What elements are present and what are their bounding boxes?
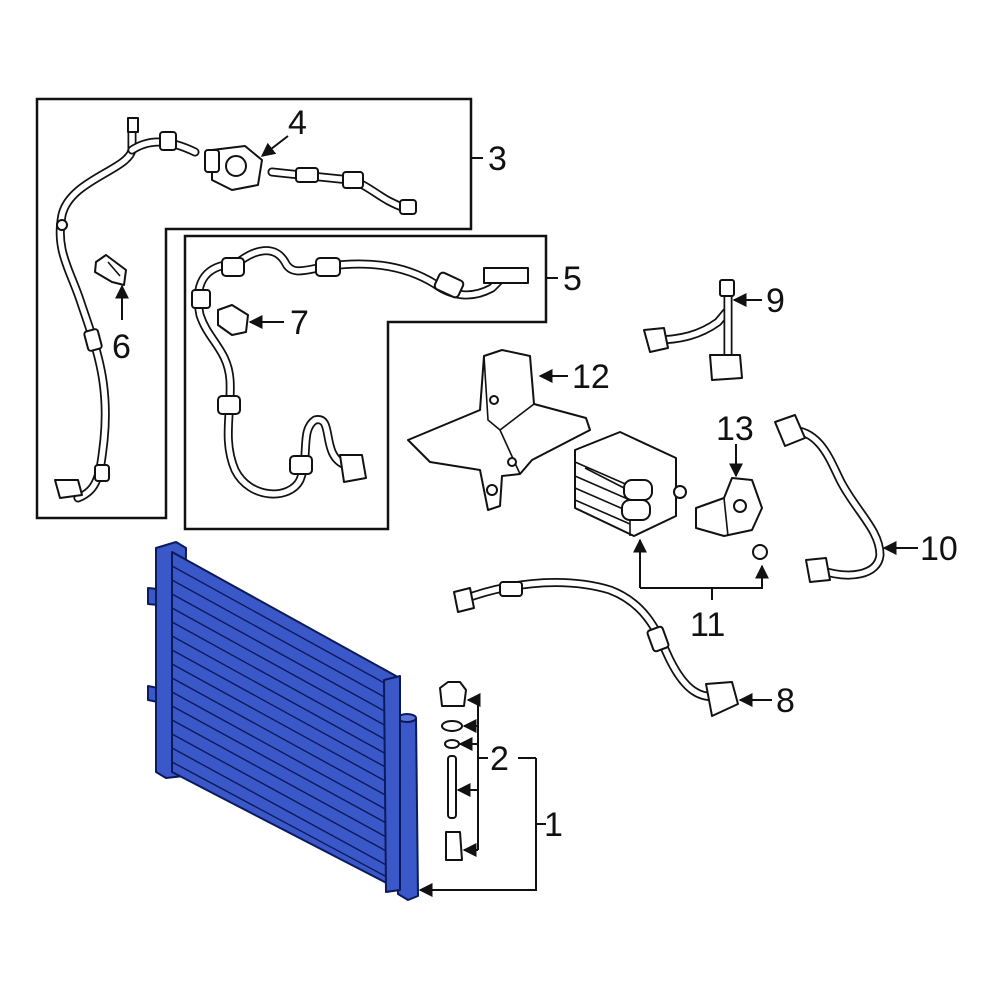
ac-line-valve	[204, 145, 417, 215]
callout-3: 3	[488, 140, 507, 178]
ac-hose-10	[774, 414, 885, 583]
drier-kit	[439, 681, 467, 861]
callout-11: 11	[690, 606, 725, 644]
callout-8: 8	[776, 682, 795, 720]
leader-1	[418, 758, 537, 897]
pressure-sensor	[217, 304, 249, 336]
condenser	[147, 541, 419, 901]
callout-12: 12	[572, 358, 610, 396]
suction-line-assembly	[191, 246, 529, 499]
group-box-5	[183, 234, 548, 531]
ac-hose-8	[453, 578, 739, 717]
leader-2	[456, 693, 488, 857]
mounting-bracket	[407, 349, 591, 511]
callout-6: 6	[112, 328, 131, 366]
callout-7: 7	[290, 304, 309, 342]
group-box-3	[35, 97, 473, 520]
pressure-switch	[94, 254, 127, 286]
callout-10: 10	[920, 530, 958, 568]
expansion-valve	[695, 477, 763, 537]
callout-4: 4	[288, 104, 307, 142]
callout-5: 5	[563, 260, 582, 298]
liquid-line-assembly	[54, 117, 200, 503]
condenser-fins	[171, 565, 401, 885]
callout-13: 13	[716, 410, 754, 448]
leader-11b	[640, 564, 769, 589]
callout-9: 9	[766, 282, 785, 320]
ac-tube-fitting	[643, 279, 743, 381]
callout-1: 1	[544, 806, 563, 844]
oil-cooler	[574, 431, 768, 560]
leader-4	[260, 135, 289, 157]
callout-2: 2	[490, 740, 509, 778]
